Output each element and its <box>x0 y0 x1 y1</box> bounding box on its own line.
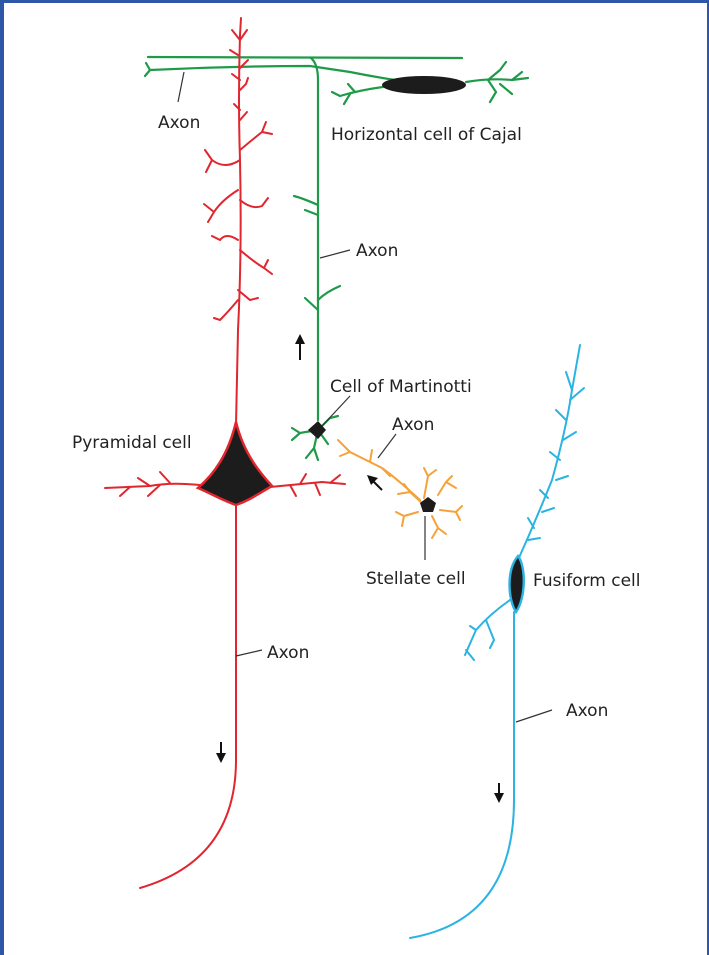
martinotti-label: Cell of Martinotti <box>330 377 472 397</box>
fusiform-apical-dendrite <box>518 345 580 560</box>
fusiform-down-arrow <box>494 783 504 803</box>
stellate-label: Stellate cell <box>366 569 466 589</box>
cajal-dendrite-right <box>466 62 528 102</box>
stellate-cell <box>338 440 462 538</box>
cajal-axon-leader <box>178 72 184 102</box>
martinotti-axon-ascending <box>311 58 318 420</box>
fusiform-axon <box>410 612 514 938</box>
pyramidal-down-arrow <box>216 742 226 763</box>
leader-lines <box>178 72 552 722</box>
cajal-axon-lower <box>150 66 425 84</box>
labels: Axon Horizontal cell of Cajal Axon Cell … <box>72 113 641 721</box>
fusiform-basal-dendrites <box>465 600 510 660</box>
martinotti-dendrites <box>292 416 338 460</box>
oblique-dendrites-left <box>204 150 240 320</box>
martinotti-axon-branch-1 <box>294 196 318 215</box>
martinotti-leader <box>322 396 350 426</box>
fusiform-label: Fusiform cell <box>533 571 641 591</box>
oblique-dendrites-right <box>238 122 272 300</box>
martinotti-axon-label: Axon <box>356 241 398 261</box>
cajal-axon-top <box>148 57 462 58</box>
pyramidal-axon <box>140 505 236 888</box>
cajal-soma <box>382 76 466 94</box>
pyramidal-label: Pyramidal cell <box>72 433 192 453</box>
basal-dendrites-right <box>270 474 345 496</box>
martinotti-axon-branch-2 <box>305 286 340 310</box>
fusiform-axon-leader <box>516 710 552 722</box>
pyramidal-axon-label: Axon <box>267 643 309 663</box>
fusiform-axon-label: Axon <box>566 701 608 721</box>
martinotti-up-arrow <box>295 334 305 360</box>
stellate-arrow <box>367 475 382 490</box>
pyramidal-soma <box>198 422 272 505</box>
horizontal-cell-of-cajal <box>145 57 528 460</box>
cajal-axon-tip <box>145 63 150 76</box>
stellate-soma <box>420 497 436 512</box>
stellate-axon <box>338 440 420 500</box>
basal-dendrites-left <box>105 472 200 496</box>
martinotti-axon-leader <box>320 250 350 258</box>
fusiform-apical-branches <box>528 372 584 540</box>
fusiform-soma <box>510 556 524 612</box>
fusiform-cell <box>410 345 584 938</box>
stellate-axon-leader <box>378 434 396 458</box>
cajal-dendrite-left <box>332 84 383 104</box>
pyramidal-axon-leader <box>236 650 262 656</box>
stellate-axon-label: Axon <box>392 415 434 435</box>
cajal-axon-label: Axon <box>158 113 200 133</box>
cajal-label: Horizontal cell of Cajal <box>331 125 522 145</box>
